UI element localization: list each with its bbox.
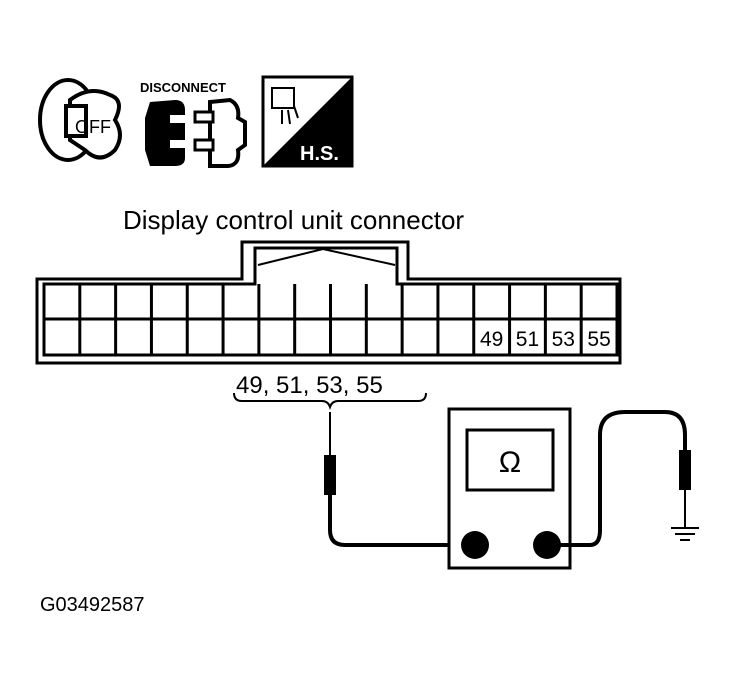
meter-terminal-negative[interactable] (461, 531, 489, 559)
test-probe-left (324, 412, 470, 547)
pin-55: 55 (587, 328, 610, 351)
disconnect-icon: DISCONNECT (140, 80, 247, 168)
ignition-off-label: OFF (75, 117, 111, 137)
pin-49: 49 (480, 328, 503, 351)
harness-side-label: H.S. (300, 143, 339, 165)
connector-title: Display control unit connector (123, 205, 464, 235)
pin-51: 51 (516, 328, 539, 351)
connector (35, 240, 622, 365)
disconnect-label: DISCONNECT (140, 80, 226, 95)
pin-53: 53 (552, 328, 575, 351)
brace (233, 392, 427, 411)
ohm-symbol: Ω (499, 446, 521, 479)
probe-pin-label: 49, 51, 53, 55 (236, 372, 383, 399)
ignition-off-icon: OFF (38, 78, 122, 162)
harness-side-icon: H.S. (261, 75, 354, 168)
ground-icon (671, 527, 699, 541)
test-probe-right (547, 410, 699, 547)
figure-id: G03492587 (40, 594, 145, 616)
